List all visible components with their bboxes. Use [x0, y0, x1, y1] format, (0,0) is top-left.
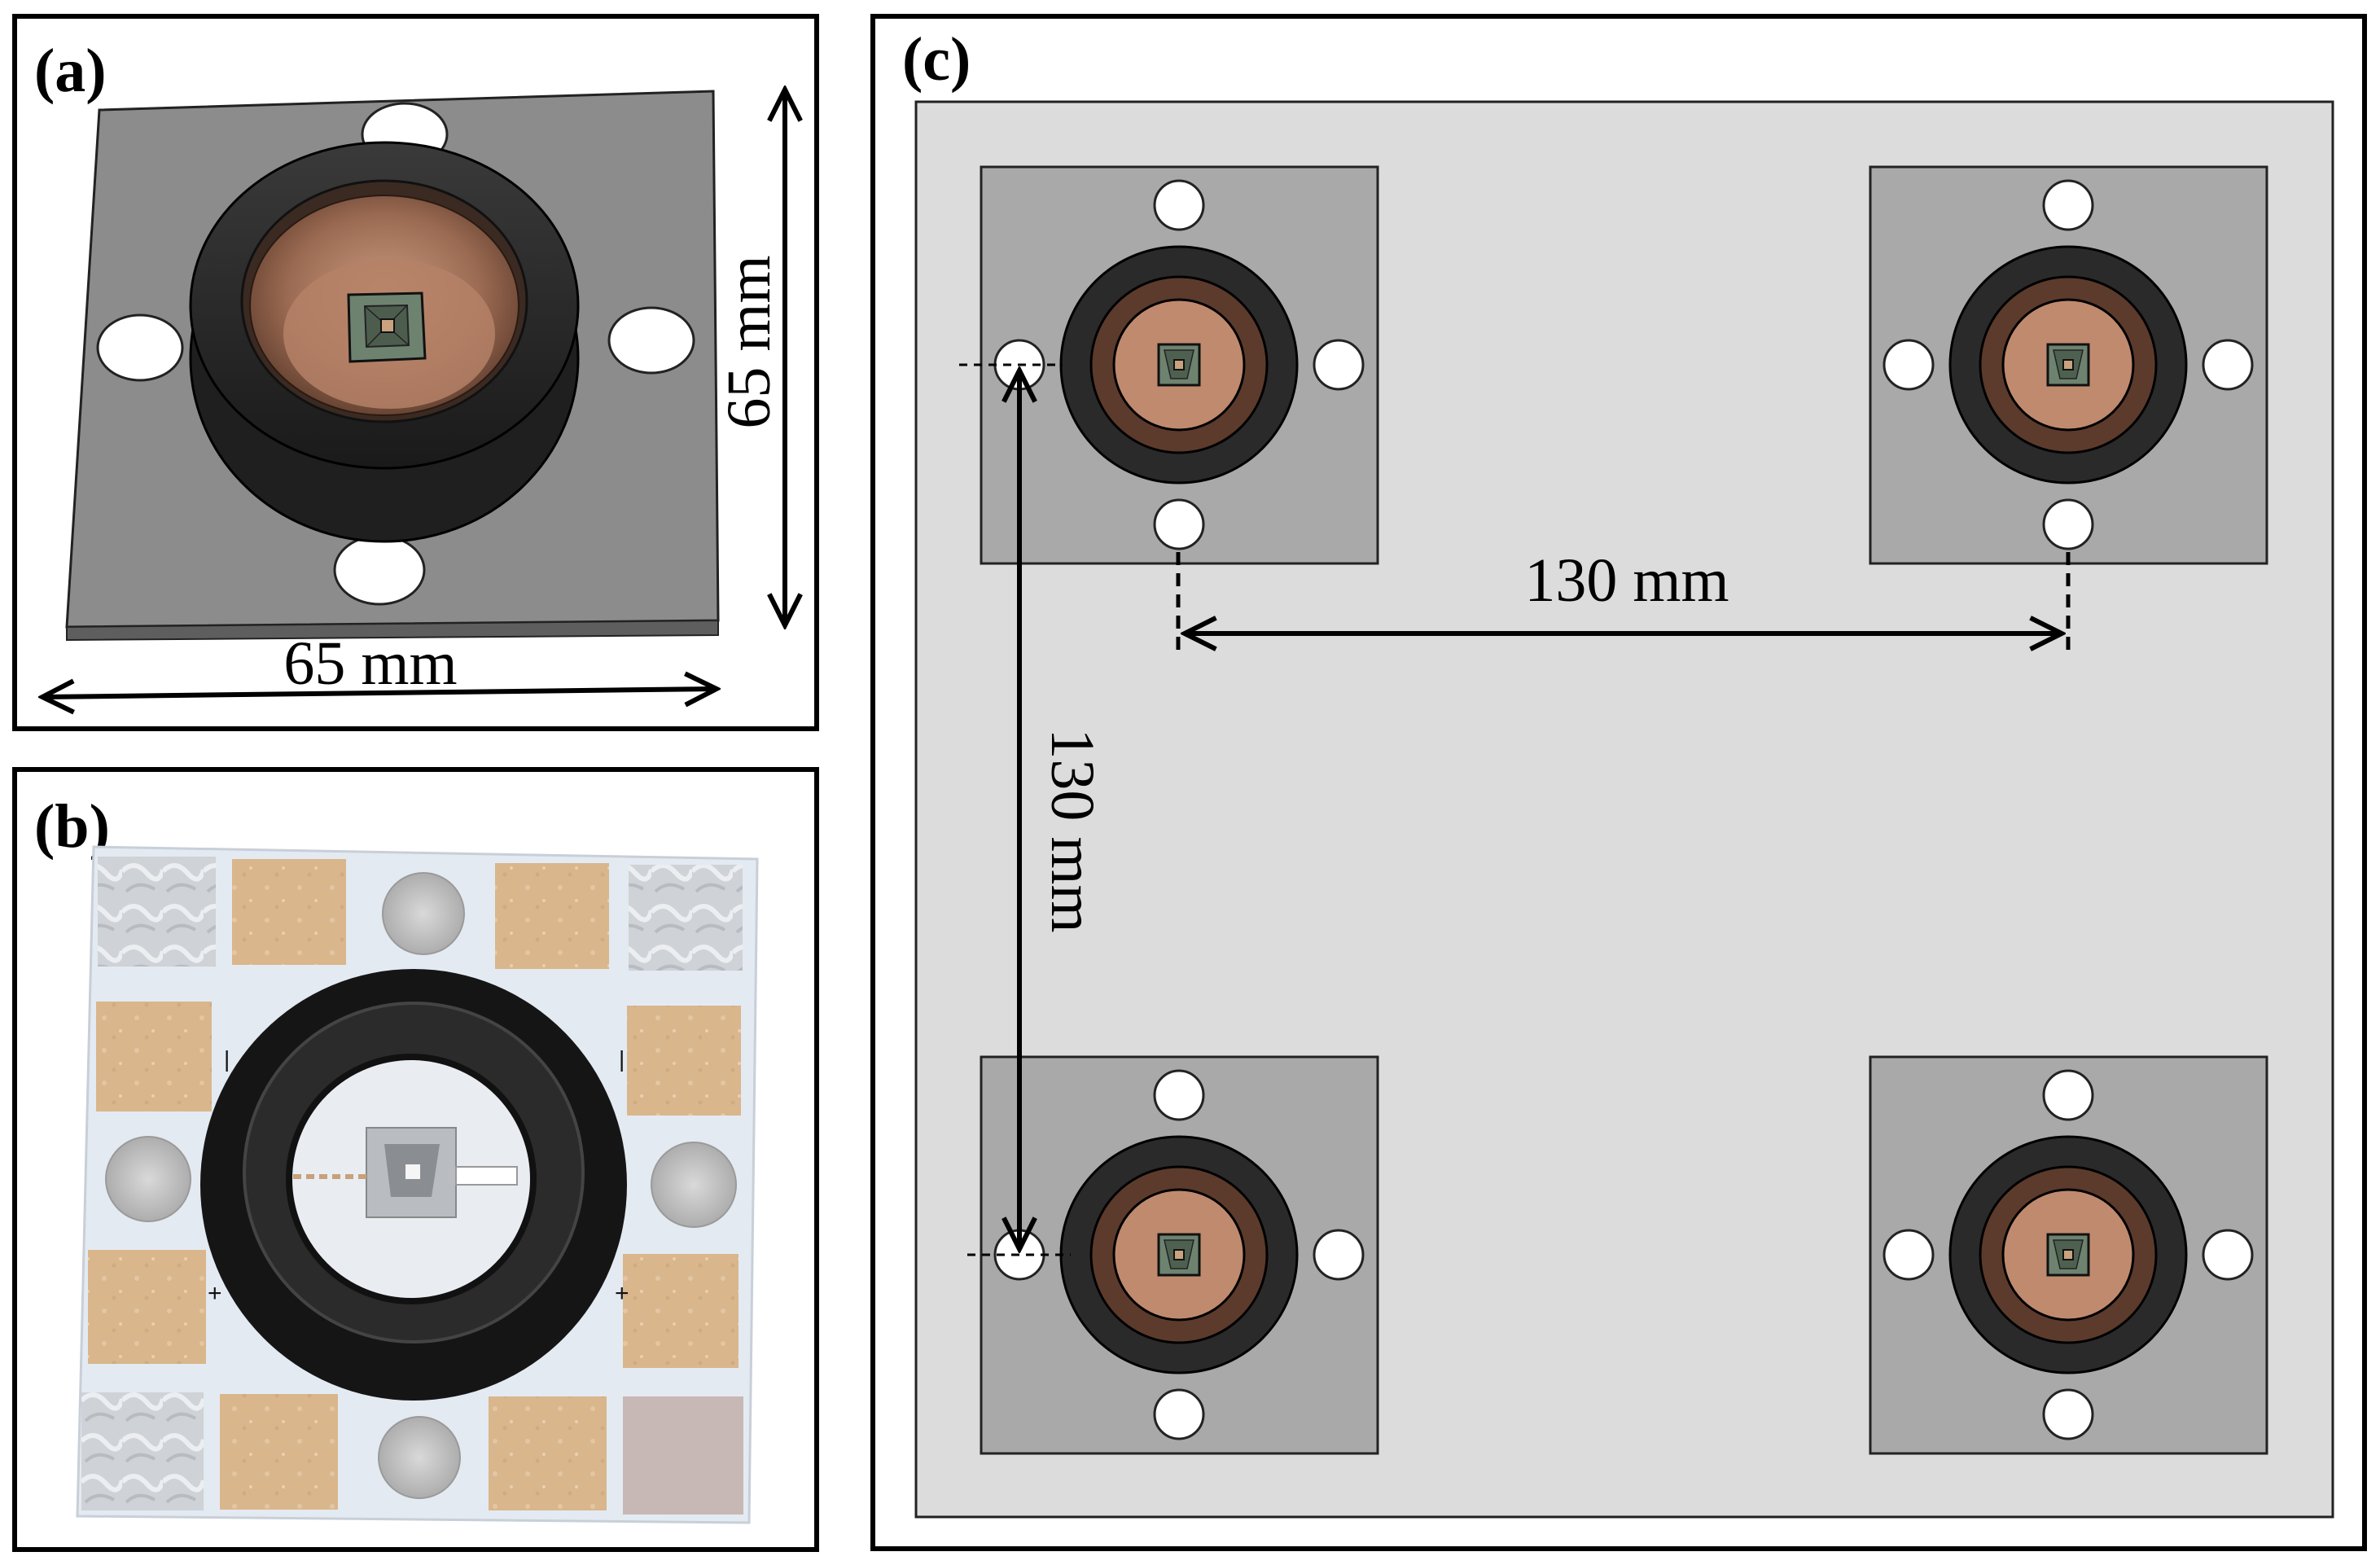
module-hole-right — [2202, 339, 2254, 391]
module-hole-bottom — [1153, 1388, 1205, 1440]
pad-gold — [489, 1396, 607, 1510]
module-top-right — [1869, 165, 2268, 565]
pcb-hole-bottom — [378, 1416, 461, 1499]
photo-chip — [293, 1127, 518, 1218]
pad-gold — [88, 1250, 206, 1364]
pad-gold — [495, 863, 609, 969]
module-hole-top — [1153, 179, 1205, 231]
module-hole-top — [1153, 1069, 1205, 1121]
pad-gold — [220, 1394, 338, 1510]
module-hole-left — [1883, 339, 1935, 391]
plate-a-edge — [66, 619, 719, 642]
pad-gold — [623, 1254, 739, 1368]
pcb-hole-left — [105, 1136, 191, 1222]
panel-a: (a) 65 mm 65 mm — [12, 14, 819, 731]
panel-a-label: (a) — [34, 37, 107, 105]
panel-c-label: (c) — [902, 25, 971, 94]
pcb-pads — [81, 857, 743, 1515]
module-hole-right — [1313, 339, 1365, 391]
pad-silver — [623, 1396, 743, 1515]
polarity-mark: | — [224, 1046, 230, 1072]
pcb-hole-right — [651, 1142, 737, 1228]
module-chip-center — [1173, 359, 1185, 370]
polarity-mark: | — [619, 1046, 625, 1072]
module-top-left — [980, 165, 1379, 565]
pad-gold — [96, 1002, 212, 1111]
pad-silver — [98, 857, 216, 967]
polarity-mark: + — [208, 1280, 222, 1307]
panel-b: (b) — [12, 767, 819, 1552]
chip-a — [347, 292, 427, 363]
pad-silver — [629, 865, 743, 971]
pcb-hole-top — [382, 872, 465, 955]
module-hole-left — [1883, 1229, 1935, 1281]
dim-c-horizontal-label: 130 mm — [1524, 546, 1729, 615]
dim-a-vertical-label: 65 mm — [715, 255, 783, 428]
plate-hole-left — [96, 313, 184, 382]
module-hole-top — [2042, 179, 2094, 231]
panel-c: (c) — [870, 14, 2367, 1551]
dim-a-horizontal-label: 65 mm — [283, 629, 457, 698]
dim-a-horizontal-arrow — [42, 689, 717, 697]
reference-lines — [959, 363, 2071, 1256]
module-bottom-right — [1869, 1055, 2268, 1455]
module-hole-right — [1313, 1229, 1365, 1281]
module-hole-right — [2202, 1229, 2254, 1281]
plate-hole-right — [607, 306, 695, 375]
pad-gold — [232, 859, 346, 965]
dim-c-vertical-label: 130 mm — [1038, 728, 1107, 932]
pad-silver — [81, 1392, 204, 1510]
plate-hole-bottom — [333, 534, 426, 606]
module-hole-bottom — [2042, 498, 2094, 550]
module-hole-bottom — [1153, 498, 1205, 550]
module-hole-bottom — [2042, 1388, 2094, 1440]
module-hole-top — [2042, 1069, 2094, 1121]
pad-gold — [627, 1006, 741, 1116]
polarity-mark: + — [615, 1280, 629, 1307]
